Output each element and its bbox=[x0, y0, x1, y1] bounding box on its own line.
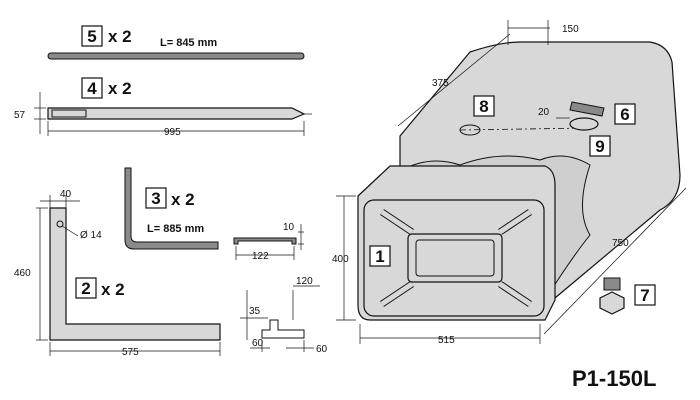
tank-center-panel bbox=[407, 233, 503, 283]
part-2-bracket: 40 Ø 14 460 575 2 x 2 bbox=[14, 189, 221, 358]
channel-shape bbox=[233, 237, 297, 245]
dim-20: 20 bbox=[538, 107, 550, 118]
part-5-quantity: x 2 bbox=[108, 27, 132, 46]
dim-150: 150 bbox=[562, 24, 579, 35]
dim-40: 40 bbox=[60, 189, 72, 200]
part-7-number: 7 bbox=[640, 286, 649, 305]
part-3-angle: 3 x 2 L= 885 mm bbox=[124, 167, 219, 250]
part-5-length: L= 845 mm bbox=[160, 37, 217, 49]
part-4-bar: 4 x 2 57 995 bbox=[14, 77, 312, 138]
part-6-label-box bbox=[614, 103, 636, 125]
part-7-plug: 7 bbox=[599, 277, 656, 315]
dim-60a: 60 bbox=[252, 338, 264, 349]
part-1-label-box bbox=[369, 245, 391, 267]
dim-60b: 60 bbox=[316, 344, 328, 355]
part-1-number: 1 bbox=[375, 247, 384, 266]
dim-57: 57 bbox=[14, 110, 26, 121]
part-8-label-box bbox=[473, 95, 495, 117]
drawing-title: P1-150L bbox=[572, 366, 656, 391]
part-9-number: 9 bbox=[595, 137, 604, 156]
part-6-number: 6 bbox=[620, 105, 629, 124]
part-2-hole bbox=[56, 220, 64, 228]
channel-profile: 10 122 bbox=[233, 222, 304, 262]
part-4-slot bbox=[51, 109, 87, 118]
dim-400: 400 bbox=[332, 254, 349, 265]
dim-35: 35 bbox=[249, 306, 261, 317]
part-4-number: 4 bbox=[87, 79, 97, 98]
part-5-number: 5 bbox=[87, 27, 96, 46]
part-4-label-box bbox=[81, 77, 103, 99]
dim-122: 122 bbox=[252, 251, 269, 262]
part-3-label-box bbox=[145, 187, 167, 209]
plug-thread bbox=[603, 277, 621, 291]
part-8-number: 8 bbox=[479, 97, 488, 116]
part-9-label-box bbox=[589, 135, 611, 157]
t-profile: 120 35 60 60 bbox=[240, 276, 328, 355]
plug-hex bbox=[599, 291, 625, 315]
part-3-quantity: x 2 bbox=[171, 190, 195, 209]
dim-14: Ø 14 bbox=[80, 230, 102, 241]
dim-575: 575 bbox=[122, 347, 139, 358]
dim-995: 995 bbox=[164, 127, 181, 138]
part-2-number: 2 bbox=[81, 279, 90, 298]
part-5-label-box bbox=[81, 25, 103, 47]
dim-120: 120 bbox=[296, 276, 313, 287]
dim-515: 515 bbox=[438, 335, 455, 346]
part-3-shape bbox=[124, 167, 219, 250]
dim-460: 460 bbox=[14, 268, 31, 279]
filler-cap-9 bbox=[569, 117, 599, 131]
part-3-number: 3 bbox=[151, 189, 160, 208]
tank: 1 8 9 6 20 150 375 400 515 bbox=[332, 20, 687, 346]
part-5-shape bbox=[47, 52, 305, 60]
t-profile-shape bbox=[261, 319, 305, 339]
fitting-8 bbox=[459, 124, 481, 136]
dim-10: 10 bbox=[283, 222, 295, 233]
vent-6 bbox=[569, 101, 605, 117]
dim-375: 375 bbox=[432, 78, 449, 89]
dim-750: 750 bbox=[612, 238, 629, 249]
part-7-label-box bbox=[634, 284, 656, 306]
part-5-bar: 5 x 2 L= 845 mm bbox=[47, 25, 305, 60]
part-2-label-box bbox=[75, 277, 97, 299]
part-3-length: L= 885 mm bbox=[147, 223, 204, 235]
part-4-shape bbox=[47, 107, 306, 120]
part-2-quantity: x 2 bbox=[101, 280, 125, 299]
part-4-quantity: x 2 bbox=[108, 79, 132, 98]
